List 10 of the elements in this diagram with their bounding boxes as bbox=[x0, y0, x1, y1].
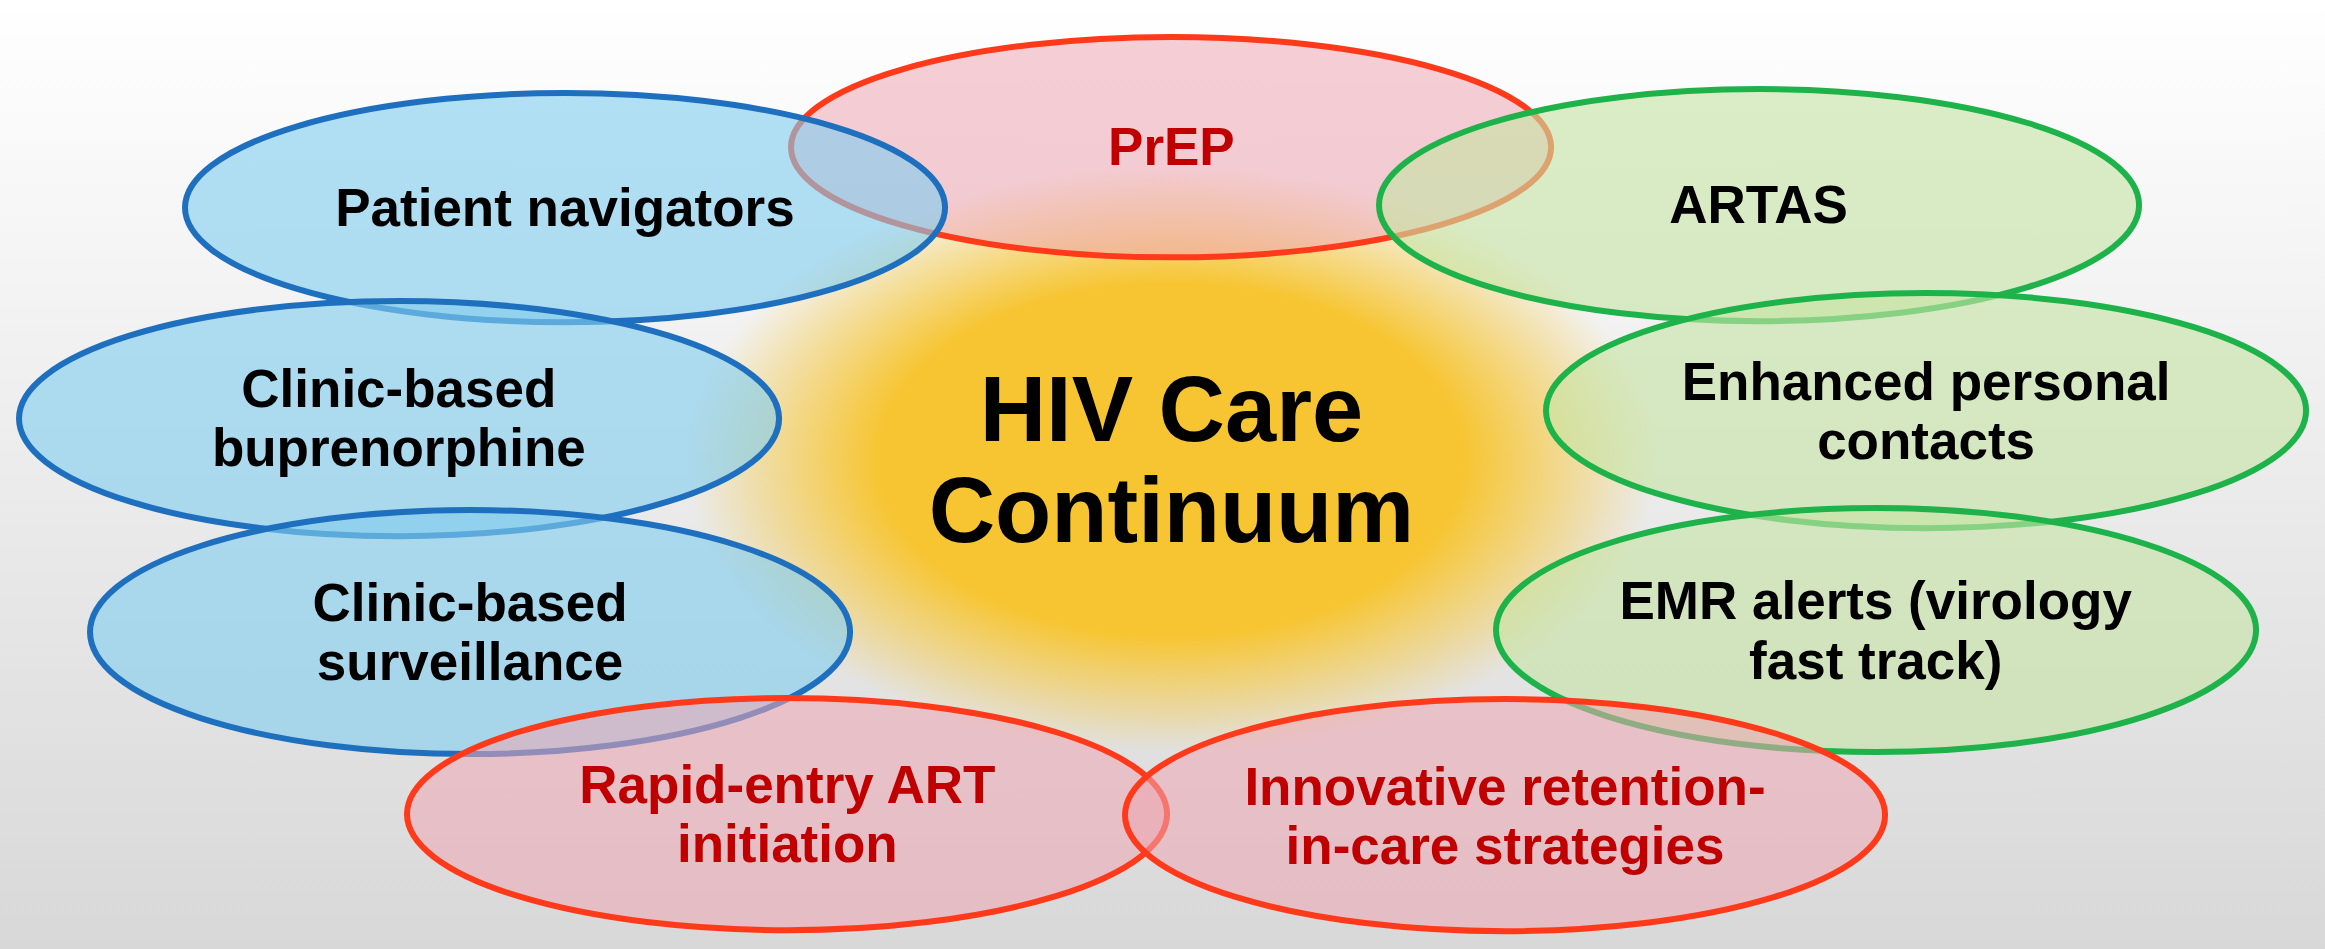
center-title: HIV Care Continuum bbox=[927, 358, 1416, 561]
oval-label: Patient navigators bbox=[334, 177, 796, 238]
oval-label: Clinic-based buprenorphine bbox=[210, 358, 587, 478]
oval-label: Rapid-entry ART initiation bbox=[578, 754, 997, 874]
oval-label: Clinic-based surveillance bbox=[311, 572, 629, 691]
oval-label: EMR alerts (virology fast track) bbox=[1618, 570, 2133, 690]
oval-label: ARTAS bbox=[1668, 174, 1849, 235]
oval-label: PrEP bbox=[1107, 117, 1236, 177]
oval-label: Innovative retention-in-care strategies bbox=[1243, 756, 1767, 875]
oval-label: Enhanced personal contacts bbox=[1680, 351, 2172, 471]
